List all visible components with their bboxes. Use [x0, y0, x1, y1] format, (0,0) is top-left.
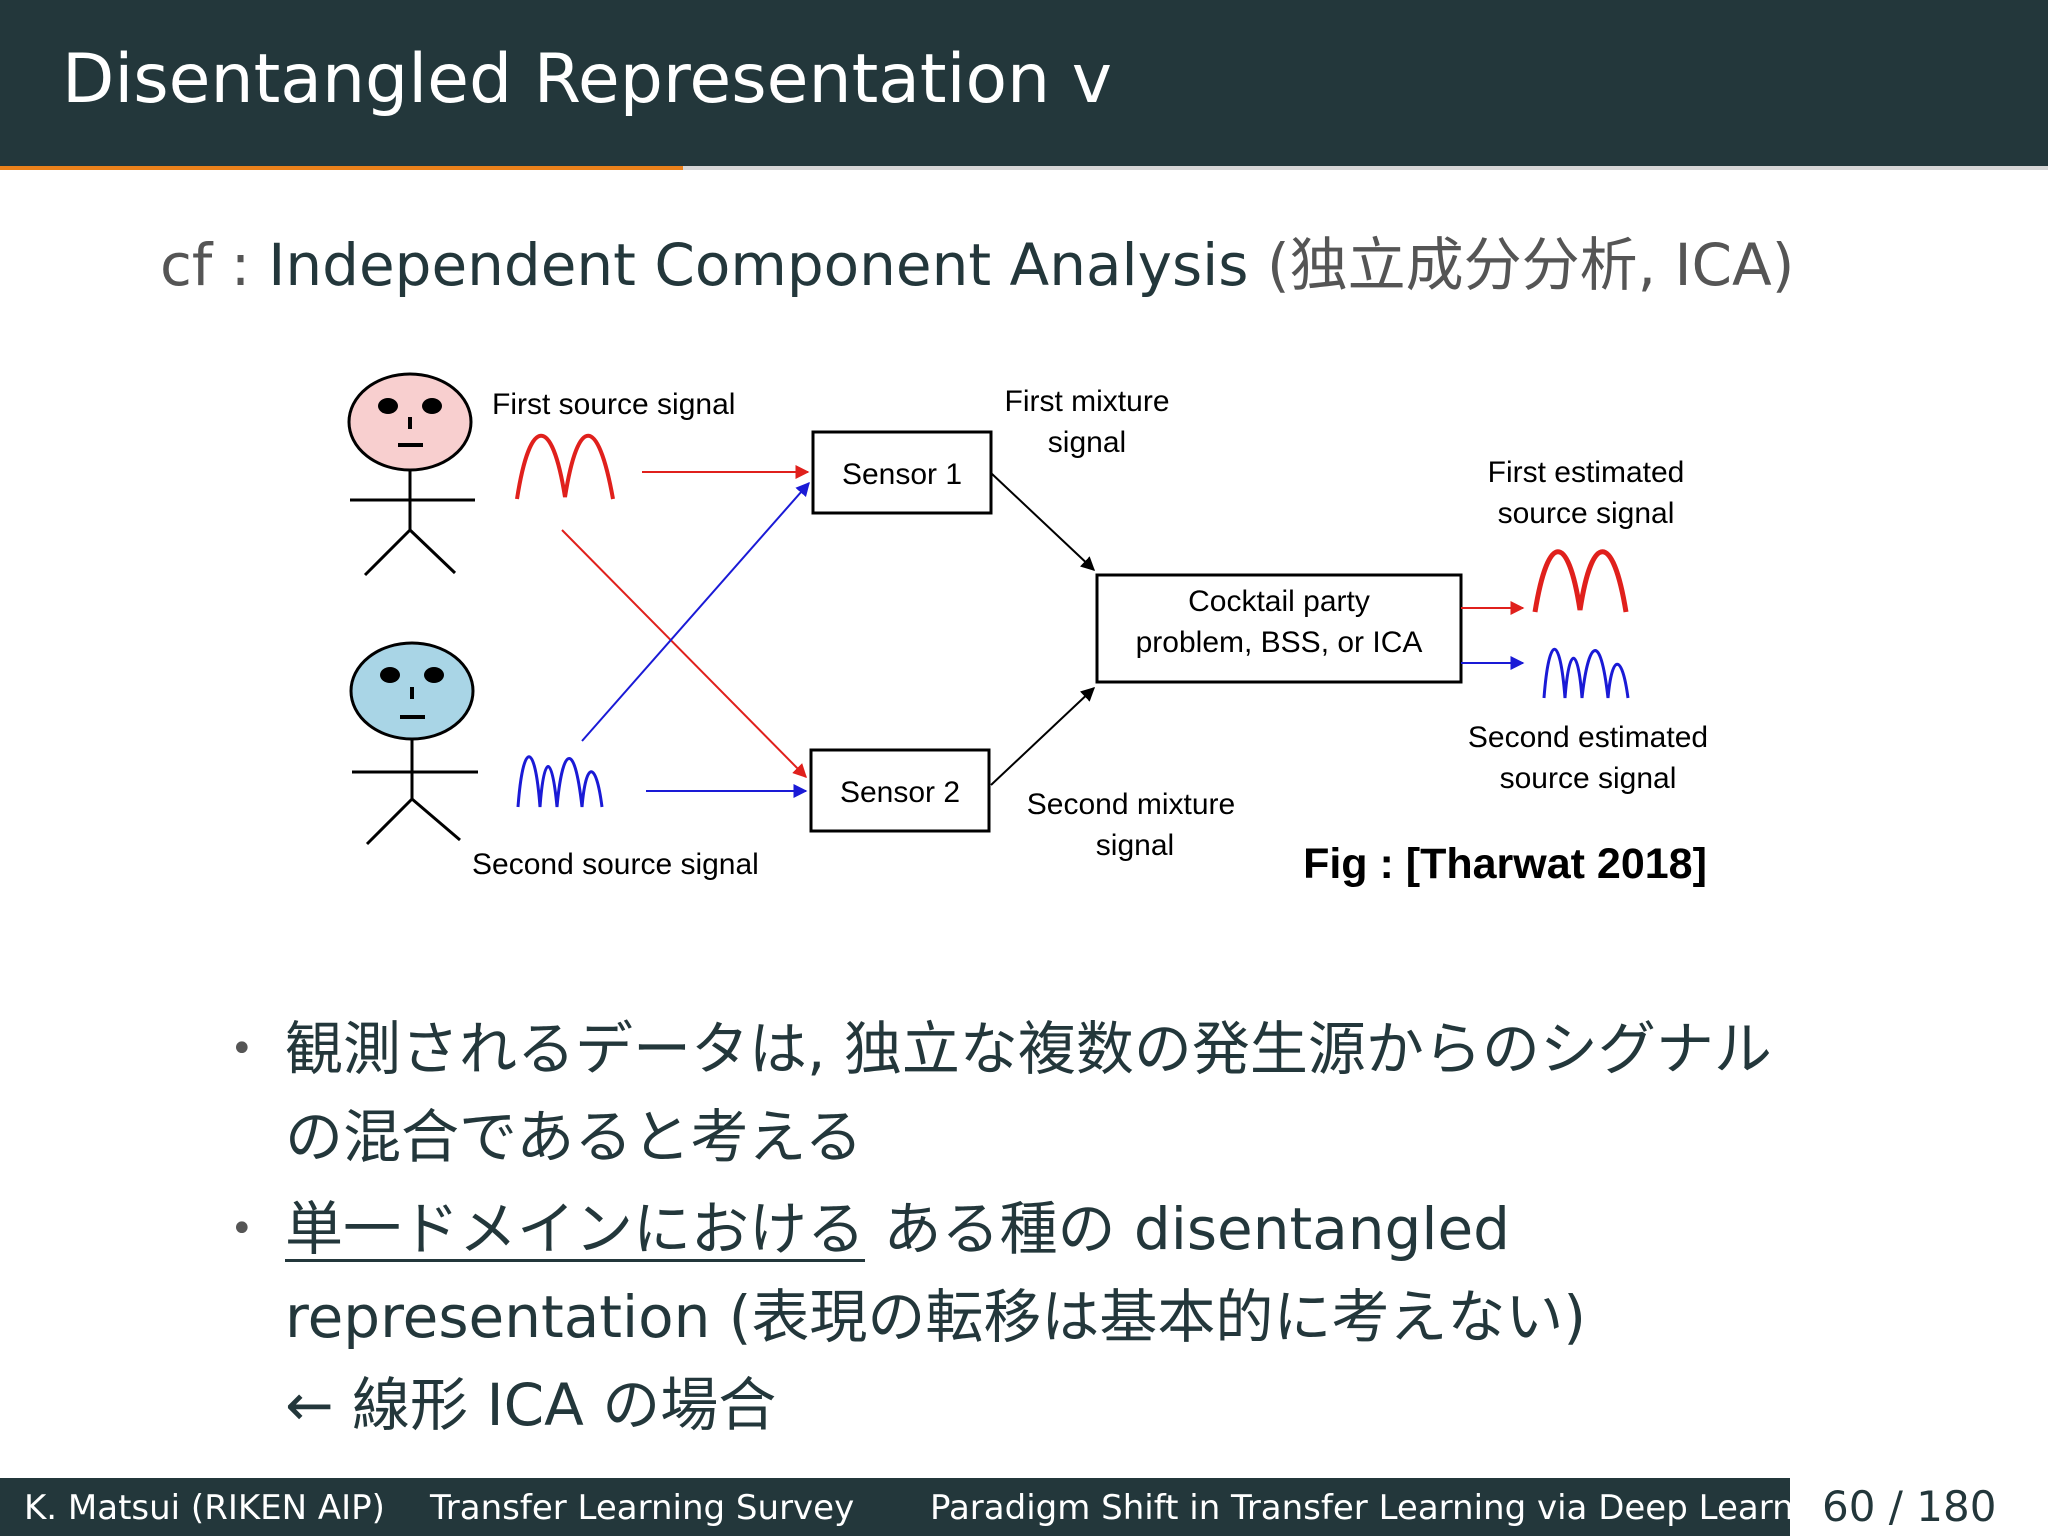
footer-bar: K. Matsui (RIKEN AIP) Transfer Learning …	[0, 1478, 1846, 1536]
footer-talk-title: Paradigm Shift in Transfer Learning via …	[930, 1488, 1847, 1528]
sensor2-label: Sensor 2	[840, 776, 960, 809]
bullet2-line3: ← 線形 ICA の場合	[285, 1371, 777, 1439]
second-source-label: Second source signal	[472, 848, 759, 881]
cf-line: cf :Independent Component Analysis (独立成分…	[160, 218, 1794, 302]
second-source-wave-icon	[516, 755, 604, 808]
second-estimated-label-line2: source signal	[1500, 762, 1677, 795]
ica-box	[1095, 573, 1463, 684]
first-estimated-label-line1: First estimated	[1488, 456, 1685, 489]
cf-main-text: Independent Component Analysis	[268, 231, 1249, 299]
first-estimated-wave-icon	[1532, 549, 1629, 613]
second-mixture-label-line2: signal	[1096, 829, 1174, 862]
bullet2-line2: representation (表現の転移は基本的に考えない)	[285, 1283, 1587, 1351]
bullet1-line2: の混合であると考える	[285, 1103, 863, 1171]
slide-header: Disentangled Representation v	[0, 0, 2048, 166]
second-estimated-wave-icon	[1542, 647, 1630, 699]
cf-prefix: cf :	[160, 231, 251, 299]
bullet2-line1-rest: ある種の disentangled	[865, 1195, 1510, 1263]
sensor1-box	[811, 430, 993, 515]
first-source-label: First source signal	[492, 388, 735, 421]
cf-paren-text: (独立成分分析, ICA)	[1266, 231, 1795, 299]
page-number: 60 / 180	[1822, 1482, 1997, 1531]
slide-title: Disentangled Representation v	[62, 40, 1113, 119]
second-estimated-label-line1: Second estimated	[1468, 721, 1708, 754]
bullet-dot-icon: •	[230, 1206, 254, 1252]
footer-author: K. Matsui (RIKEN AIP)	[24, 1488, 385, 1528]
ica-box-line1: Cocktail party	[1188, 585, 1370, 618]
first-person-icon	[347, 372, 475, 577]
bullet-item: • 観測されるデータは, 独立な複数の発生源からのシグナル の混合であると考える	[230, 1005, 1880, 1181]
bullet-dot-icon: •	[230, 1026, 254, 1072]
slide-footer: K. Matsui (RIKEN AIP) Transfer Learning …	[0, 1478, 2048, 1536]
bullet1-line1: 観測されるデータは, 独立な複数の発生源からのシグナル	[285, 1015, 1772, 1083]
first-mixture-label-line2: signal	[1048, 426, 1126, 459]
bullet2-underlined-text: 単一ドメインにおける	[285, 1195, 866, 1263]
first-mixture-label-line1: First mixture	[1005, 385, 1170, 418]
bullet-list: • 観測されるデータは, 独立な複数の発生源からのシグナル の混合であると考える…	[230, 1005, 1880, 1453]
first-estimated-label-line2: source signal	[1498, 497, 1675, 530]
bullet-item: • 単一ドメインにおける ある種の disentangled represent…	[230, 1185, 1880, 1449]
progress-bar-fill	[0, 166, 683, 170]
footer-short-title: Transfer Learning Survey	[430, 1488, 855, 1528]
first-source-wave-icon	[515, 433, 615, 500]
progress-bar	[0, 166, 2048, 170]
bullet2-line1: 単一ドメインにおける ある種の disentangled	[285, 1185, 1880, 1273]
figure-citation: Fig : [Tharwat 2018]	[1303, 840, 1707, 888]
ica-box-line2: problem, BSS, or ICA	[1136, 626, 1423, 659]
second-mixture-label-line1: Second mixture	[1027, 788, 1235, 821]
sensor2-box	[809, 748, 991, 833]
ica-figure: Sensor 1 Sensor 2 Cocktail party problem…	[347, 372, 1708, 888]
second-person-icon	[349, 641, 478, 846]
sensor1-label: Sensor 1	[842, 458, 962, 491]
